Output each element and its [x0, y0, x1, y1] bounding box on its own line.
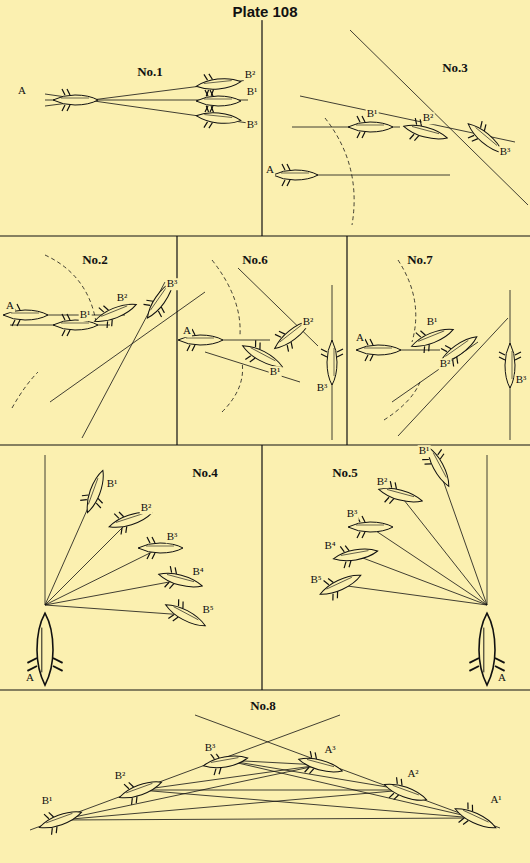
boat-label: A — [182, 325, 192, 337]
boat-label: B¹ — [79, 309, 92, 321]
boat-label: A — [265, 164, 275, 176]
boat-label: B¹ — [106, 478, 119, 490]
boat-label: B² — [302, 316, 315, 328]
boat-label: B³ — [204, 742, 217, 754]
boat-label: A³ — [323, 744, 336, 756]
boat-label: B¹ — [246, 86, 259, 98]
boat-label: B⁴ — [323, 540, 336, 552]
boat-label: B¹ — [41, 795, 54, 807]
boat-label: B² — [114, 770, 127, 782]
boat-label: B² — [439, 358, 452, 370]
boat-label: A — [17, 85, 27, 97]
boat-label: B¹ — [366, 108, 379, 120]
boat-label: B¹ — [426, 316, 439, 328]
boat-label: B² — [116, 292, 129, 304]
panel-label: No.2 — [81, 253, 109, 267]
boat-label: A¹ — [489, 794, 502, 806]
panel-label: No.7 — [406, 253, 434, 267]
panel-label: No.4 — [191, 466, 219, 480]
boat-label: B¹ — [418, 445, 431, 457]
boat-label: B³ — [346, 508, 359, 520]
boat-label: B³ — [166, 278, 179, 290]
boat-label: B³ — [246, 119, 259, 131]
panel-label: No.1 — [136, 65, 164, 79]
boat-label: B³ — [166, 531, 179, 543]
boat-label: A — [25, 672, 35, 684]
plate-title: Plate 108 — [231, 4, 298, 20]
boat-label: B³ — [316, 382, 329, 394]
boat-label: B³ — [515, 374, 528, 386]
panel-label: No.8 — [249, 699, 277, 713]
panel-label: No.5 — [331, 466, 359, 480]
boat-label: B¹ — [269, 366, 282, 378]
boat-label: B⁵ — [309, 574, 322, 586]
boat-label: B² — [140, 502, 153, 514]
boat-label: B² — [422, 112, 435, 124]
boat-label: A — [497, 672, 507, 684]
panel-label: No.3 — [441, 61, 469, 75]
boat-label: B⁵ — [201, 604, 214, 616]
boat-label: B⁴ — [191, 566, 204, 578]
boat-label: B² — [376, 476, 389, 488]
boat-label: A — [355, 332, 365, 344]
boat-label: B³ — [499, 146, 512, 158]
boat-label: A² — [406, 768, 419, 780]
panel-label: No.6 — [241, 253, 269, 267]
boat-label: A — [5, 300, 15, 312]
boat-label: B² — [244, 69, 257, 81]
